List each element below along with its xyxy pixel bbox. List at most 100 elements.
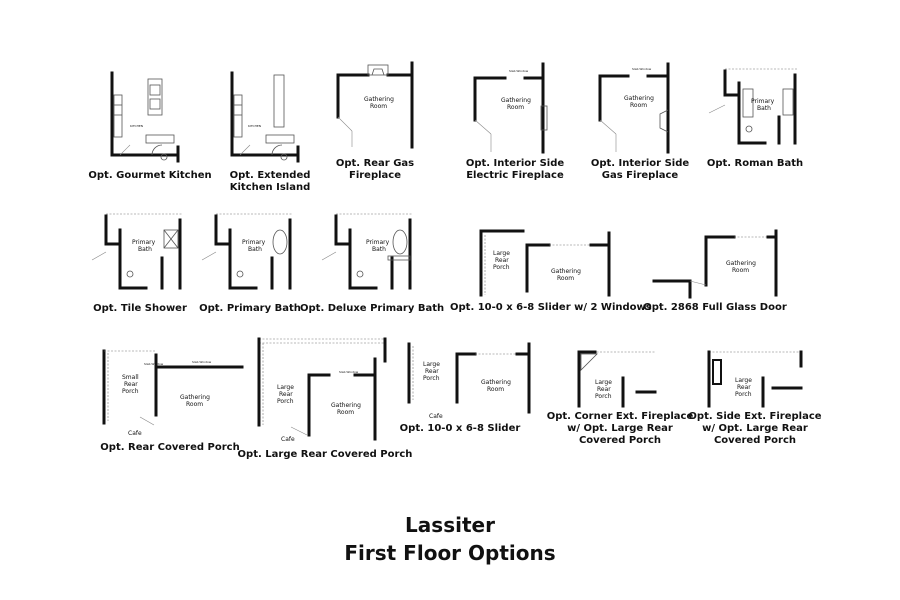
caption-line-3: Covered Porch [713, 435, 797, 446]
caption-corner-ext-fireplace: Opt. Corner Ext. Fireplace w/ Opt. Large… [545, 411, 695, 447]
bath-label: Bath [757, 105, 771, 112]
rear-label: Rear [495, 257, 509, 264]
glass-door-plan: Gathering Room [652, 229, 778, 299]
caption-line-1: Opt. Corner Ext. Fireplace [546, 411, 694, 422]
caption-rear-covered-porch: Opt. Rear Covered Porch [100, 442, 240, 453]
slab-window-label: Slab Window [632, 67, 652, 71]
cafe-label: Cafe [429, 413, 443, 420]
option-gourmet-kitchen[interactable]: KITCHEN Opt. Gourmet Kitchen [88, 65, 212, 181]
gathering-label: Gathering [364, 96, 394, 103]
bath-label: Bath [248, 246, 262, 253]
bath-label: Bath [138, 246, 152, 253]
rear-label: Rear [279, 391, 293, 398]
option-tile-shower[interactable]: Primary Bath Opt. Tile Shower [90, 210, 190, 314]
caption-line-2: Electric Fireplace [466, 170, 564, 181]
slider-windows-plan: Large Rear Porch Gathering Room [479, 229, 611, 297]
slab-window-label: Slab Window [509, 69, 529, 73]
cafe-label: Cafe [128, 430, 142, 437]
porch-label: Porch [595, 393, 612, 400]
option-primary-bath[interactable]: Primary Bath Opt. Primary Bath [199, 210, 301, 314]
rear-covered-porch-plan: Slab Window Slab Window Small Rear Porch… [102, 349, 244, 437]
rear-label: Rear [124, 381, 138, 388]
porch-label: Porch [277, 398, 294, 405]
option-extended-kitchen-island[interactable]: KITCHEN Opt. Extended Kitchen Island [220, 65, 320, 193]
option-side-ext-fireplace[interactable]: Large Rear Porch Opt. Side Ext. Fireplac… [688, 348, 822, 446]
large-label: Large [277, 384, 294, 391]
primary-bath-plan: Primary Bath [201, 213, 292, 290]
caption-line-2: Gas Fireplace [601, 170, 679, 181]
gathering-label: Gathering [501, 97, 531, 104]
option-corner-ext-fireplace[interactable]: Large Rear Porch Opt. Corner Ext. Firepl… [547, 348, 693, 446]
option-slider[interactable]: Large Rear Porch Gathering Room Cafe Opt… [400, 340, 540, 434]
porch-label: Porch [493, 264, 510, 271]
room-label: Room [337, 409, 354, 416]
primary-label: Primary [132, 239, 156, 246]
bath-label: Bath [372, 246, 386, 253]
room-label: Room [186, 401, 203, 408]
gathering-label: Gathering [481, 379, 511, 386]
caption-deluxe-bath: Opt. Deluxe Primary Bath [300, 303, 445, 314]
caption-line-1: Opt. Rear Gas [335, 158, 415, 169]
porch-label: Porch [735, 391, 752, 398]
gathering-label: Gathering [624, 95, 654, 102]
caption-line-2: w/ Opt. Large Rear [567, 423, 673, 434]
caption-line-3: Covered Porch [578, 435, 662, 446]
caption-line-1: Opt. Interior Side [465, 158, 565, 169]
gathering-label: Gathering [551, 268, 581, 275]
kitchen-label: KITCHEN [130, 124, 143, 128]
rear-label: Rear [597, 386, 611, 393]
caption-rear-gas-fireplace: Opt. Rear Gas Fireplace [305, 158, 445, 182]
caption-line-1: Opt. Extended [229, 170, 311, 181]
gourmet-kitchen-plan: KITCHEN [110, 71, 180, 163]
porch-label: Porch [122, 388, 139, 395]
caption-roman-bath: Opt. Roman Bath [706, 158, 804, 169]
caption-primary-bath: Opt. Primary Bath [199, 303, 301, 314]
option-interior-side-electric-fireplace[interactable]: Slab Window Gathering Room Opt. Interior… [465, 60, 565, 181]
large-rear-covered-porch-plan: Slab Window Large Rear Porch Gathering R… [257, 337, 387, 443]
large-label: Large [595, 379, 612, 386]
option-2868-full-glass-door[interactable]: Gathering Room Opt. 2868 Full Glass Door [643, 225, 787, 313]
option-rear-gas-fireplace[interactable]: Gathering Room Opt. Rear Gas Fireplace [330, 55, 420, 181]
gathering-label: Gathering [331, 402, 361, 409]
caption-electric-fireplace: Opt. Interior Side Electric Fireplace [445, 158, 585, 182]
caption-large-rear-covered-porch: Opt. Large Rear Covered Porch [237, 449, 413, 460]
primary-label: Primary [242, 239, 266, 246]
caption-glass-door: Opt. 2868 Full Glass Door [643, 302, 787, 313]
gathering-label: Gathering [726, 260, 756, 267]
gas-fireplace-plan: Slab Window Gathering Room [598, 62, 670, 154]
option-rear-covered-porch[interactable]: Slab Window Slab Window Small Rear Porch… [100, 345, 244, 453]
caption-line-2: Kitchen Island [229, 182, 311, 193]
electric-fireplace-plan: Slab Window Gathering Room [473, 62, 548, 154]
slab-window-label-2: Slab Window [192, 360, 212, 364]
caption-gourmet-kitchen: Opt. Gourmet Kitchen [88, 170, 212, 181]
room-label: Room [370, 103, 387, 110]
small-label: Small [122, 374, 139, 381]
cafe-label: Cafe [281, 436, 295, 443]
rear-label: Rear [425, 368, 439, 375]
slider-plan: Large Rear Porch Gathering Room Cafe [407, 342, 531, 420]
extended-island-plan: KITCHEN [230, 71, 300, 163]
tile-shower-plan: Primary Bath [91, 213, 182, 290]
caption-line-1: Opt. Interior Side [590, 158, 690, 169]
option-large-rear-covered-porch[interactable]: Slab Window Large Rear Porch Gathering R… [238, 335, 412, 460]
option-roman-bath[interactable]: Primary Bath Opt. Roman Bath [705, 65, 805, 169]
gathering-label: Gathering [180, 394, 210, 401]
option-slider-2-windows[interactable]: Large Rear Porch Gathering Room Opt. 10-… [450, 225, 652, 313]
room-label: Room [507, 104, 524, 111]
roman-bath-plan: Primary Bath [708, 68, 797, 145]
room-label: Room [630, 102, 647, 109]
caption-line-2: w/ Opt. Large Rear [702, 423, 808, 434]
large-label: Large [423, 361, 440, 368]
side-fireplace-plan: Large Rear Porch [707, 350, 803, 408]
caption-gas-fireplace: Opt. Interior Side Gas Fireplace [570, 158, 710, 182]
caption-extended-kitchen-island: Opt. Extended Kitchen Island [200, 170, 340, 194]
caption-slider-2-windows: Opt. 10-0 x 6-8 Slider w/ 2 Windows [450, 302, 652, 313]
room-label: Room [732, 267, 749, 274]
option-deluxe-primary-bath[interactable]: Primary Bath Opt. Deluxe Primary Bath [300, 210, 444, 314]
slab-window-label: Slab Window [339, 370, 359, 374]
room-label: Room [487, 386, 504, 393]
rear-gas-fireplace-plan: Gathering Room [336, 61, 414, 149]
option-interior-side-gas-fireplace[interactable]: Slab Window Gathering Room Opt. Interior… [590, 60, 690, 181]
caption-slider: Opt. 10-0 x 6-8 Slider [399, 423, 521, 434]
caption-side-ext-fireplace: Opt. Side Ext. Fireplace w/ Opt. Large R… [680, 411, 830, 447]
